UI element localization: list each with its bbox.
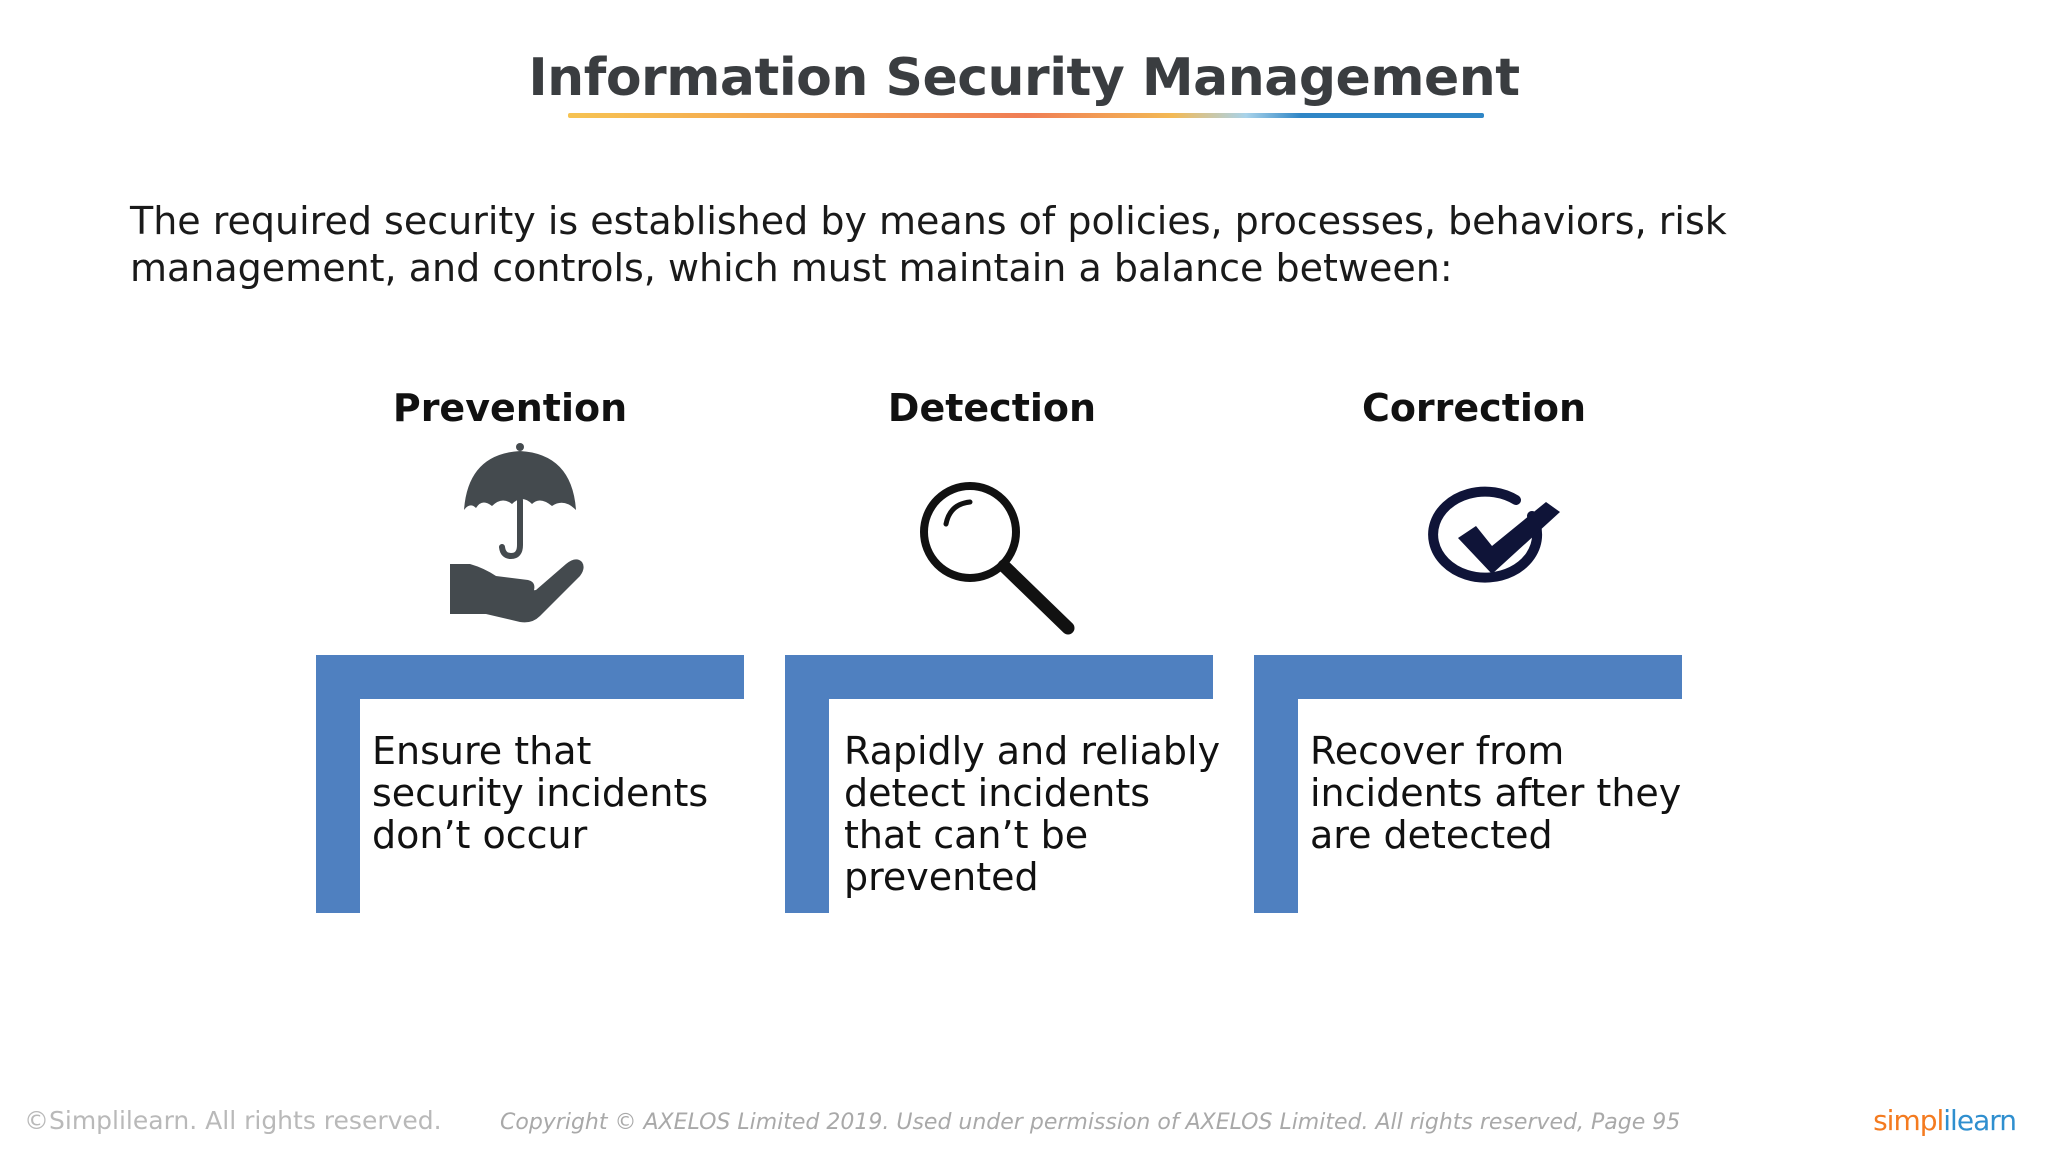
footer-rights: ©Simplilearn. All rights reserved.: [24, 1106, 442, 1135]
simplilearn-logo: simplilearn: [1873, 1104, 2017, 1137]
prevention-text: Ensure that security incidents don’t occ…: [372, 729, 709, 857]
prevention-bracket-top: [316, 655, 744, 699]
umbrella-hand-icon: [450, 443, 584, 623]
slide-title: Information Security Management: [528, 48, 1520, 108]
logo-text-part1: simpl: [1873, 1104, 1944, 1137]
checkmark-circle-icon: [1428, 486, 1560, 583]
title-underline: [568, 113, 1484, 118]
detection-text: Rapidly and reliably detect incidents th…: [844, 729, 1221, 899]
correction-heading: Correction: [1361, 386, 1587, 430]
magnifying-glass-icon: [920, 482, 1075, 635]
intro-text: The required security is established by …: [130, 199, 1727, 290]
detection-bracket-side: [785, 655, 829, 913]
correction-bracket-top: [1254, 655, 1682, 699]
prevention-heading: Prevention: [392, 386, 628, 430]
correction-bracket-side: [1254, 655, 1298, 913]
detection-bracket-top: [785, 655, 1213, 699]
logo-text-part2: ilearn: [1943, 1104, 2017, 1137]
footer-copyright: Copyright © AXELOS Limited 2019. Used un…: [500, 1110, 1681, 1135]
correction-text: Recover from incidents after they are de…: [1310, 729, 1682, 857]
detection-heading: Detection: [887, 386, 1097, 430]
prevention-bracket-side: [316, 655, 360, 913]
